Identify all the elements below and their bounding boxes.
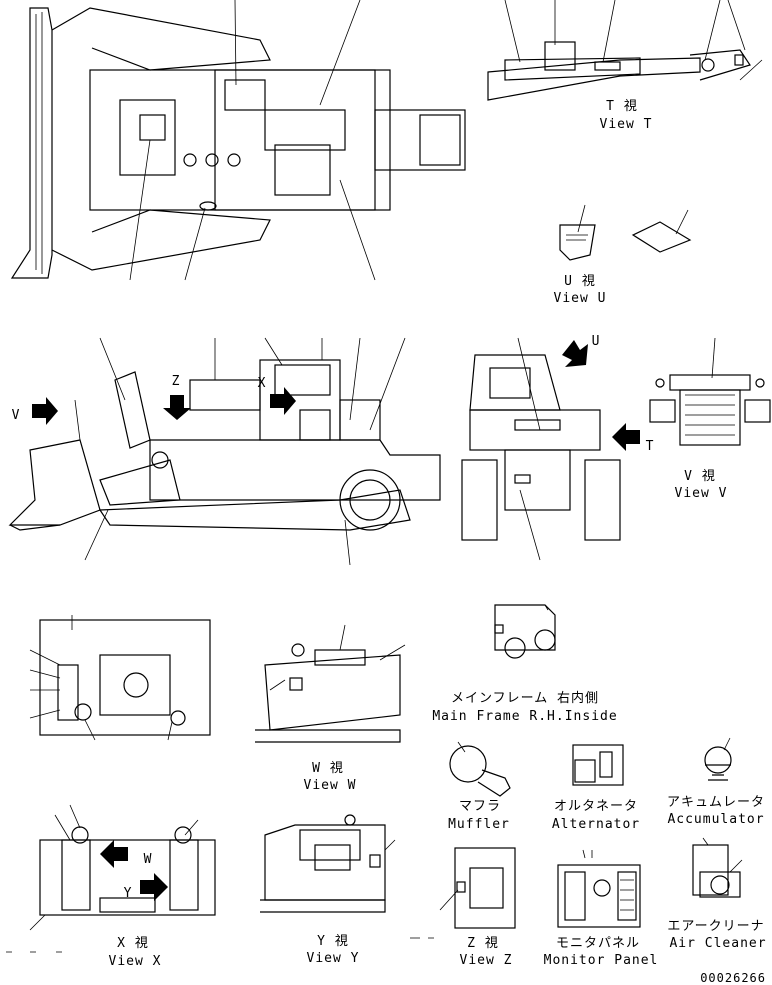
view-x-jp-label: X 視 [117, 936, 149, 951]
view-w-jp-label: W 視 [312, 761, 344, 776]
air-cleaner-drawing [692, 837, 743, 898]
arrow-y-label: Y [124, 886, 133, 901]
muffler-label: Muffler [448, 817, 510, 832]
view-u-drawing [559, 204, 692, 261]
muffler-drawing [449, 741, 511, 797]
view-t-drawing [487, 0, 763, 101]
arrow-x-label: X [258, 376, 267, 391]
view-x-drawing [29, 804, 216, 931]
arrow-z-label: Z [172, 374, 181, 389]
main-frame-label: Main Frame R.H.Inside [432, 709, 617, 724]
air-cleaner-label: Air Cleaner [669, 936, 766, 951]
view-t-jp-label: T 視 [606, 99, 638, 114]
view-z-drawing [410, 847, 516, 939]
view-u-label: View U [554, 291, 607, 306]
alternator-jp-label: オルタネータ [554, 799, 638, 814]
muffler-jp-label: マフラ [459, 799, 501, 814]
rear-view [461, 337, 640, 561]
top-plan-view [10, 0, 466, 281]
view-v-drawing [649, 337, 771, 446]
arrow-w-label: W [144, 852, 153, 867]
side-view [8, 337, 441, 566]
view-w-drawing [255, 624, 406, 743]
air-cleaner-jp-label: エアークリーナ [667, 919, 764, 934]
arrow-t-label: T [646, 439, 655, 454]
view-z-label: View Z [460, 953, 513, 968]
view-t-label: View T [600, 117, 653, 132]
main-frame-jp-label: メインフレーム 右内側 [451, 690, 599, 706]
view-w-label: View W [304, 778, 357, 793]
monitor-panel-label: Monitor Panel [544, 953, 659, 968]
rear-frame-drawing [29, 615, 211, 741]
accumulator-label: Accumulator [667, 812, 764, 827]
view-v-label: View V [675, 486, 728, 501]
view-z-jp-label: Z 視 [467, 936, 499, 951]
view-u-jp-label: U 視 [564, 274, 596, 289]
arrow-v-label: V [12, 408, 21, 423]
monitor-panel-jp-label: モニタパネル [556, 936, 640, 951]
view-y-jp-label: Y 視 [317, 934, 349, 949]
view-x-label: View X [109, 954, 162, 969]
arrow-u-label: U [592, 334, 601, 349]
alternator-drawing [572, 744, 624, 786]
alternator-label: Alternator [552, 817, 640, 832]
view-y-drawing [260, 814, 396, 913]
view-y-label: View Y [307, 951, 360, 966]
main-frame-drawing [494, 604, 556, 659]
monitor-panel-drawing [557, 849, 641, 928]
accumulator-drawing [704, 737, 732, 781]
accumulator-jp-label: アキュムレータ [667, 795, 765, 810]
view-v-jp-label: V 視 [684, 469, 716, 484]
drawing-number: 00026266 [700, 971, 766, 985]
